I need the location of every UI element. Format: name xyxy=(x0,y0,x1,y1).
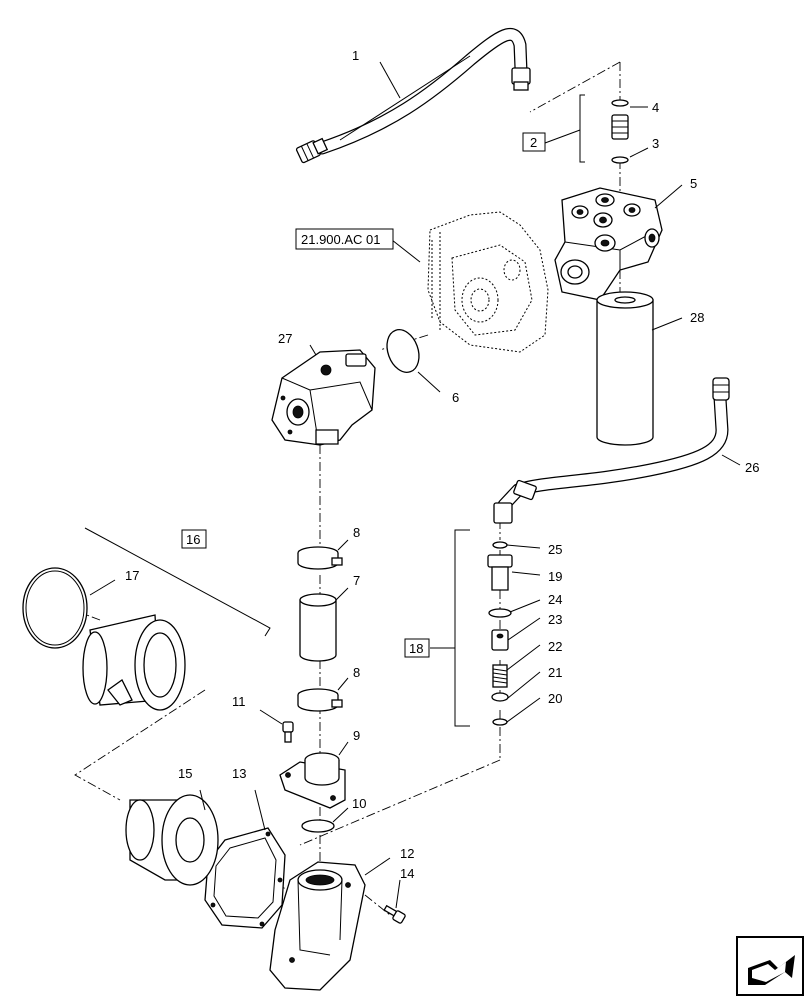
hose-clamp-8-upper xyxy=(297,546,343,570)
callout-21: 21 xyxy=(548,665,562,680)
reference-box: 21.900.AC 01 xyxy=(295,228,394,250)
callout-23: 23 xyxy=(548,612,562,627)
hose-clamp-8-lower xyxy=(297,688,343,712)
callout-24: 24 xyxy=(548,592,562,607)
callout-12: 12 xyxy=(400,846,414,861)
flange-adapter-9 xyxy=(279,752,346,809)
callout-1: 1 xyxy=(352,48,359,63)
callout-22: 22 xyxy=(548,639,562,654)
reference-label: 21.900.AC 01 xyxy=(301,232,381,247)
callout-13: 13 xyxy=(232,766,246,781)
group-label-2: 2 xyxy=(530,135,537,150)
callout-9: 9 xyxy=(353,728,360,743)
flanged-tube-15 xyxy=(125,794,219,886)
callout-3: 3 xyxy=(652,136,659,151)
callout-28: 28 xyxy=(690,310,704,325)
bolt-14 xyxy=(383,904,406,924)
callout-labels: 1 4 3 5 28 6 27 26 8 7 8 9 10 11 12 14 1… xyxy=(125,48,759,881)
group-label-16: 16 xyxy=(186,532,200,547)
callout-25: 25 xyxy=(548,542,562,557)
filter-cartridge-28 xyxy=(596,291,654,446)
callout-19: 19 xyxy=(548,569,562,584)
callout-10: 10 xyxy=(352,796,366,811)
valve-block-5 xyxy=(554,187,663,301)
callout-27: 27 xyxy=(278,331,292,346)
callout-7: 7 xyxy=(353,573,360,588)
group-box-18: 18 xyxy=(404,638,430,658)
leader-lines xyxy=(89,61,741,909)
group-box-2: 2 xyxy=(522,132,546,152)
reference-housing-ghost xyxy=(427,211,549,353)
callout-11: 11 xyxy=(232,694,246,709)
relief-valve-group-18 xyxy=(430,529,513,727)
gasket-13 xyxy=(204,827,286,929)
callout-8-lower: 8 xyxy=(353,665,360,680)
pump-27 xyxy=(271,349,376,446)
group-label-18: 18 xyxy=(409,641,423,656)
callout-20: 20 xyxy=(548,691,562,706)
callout-15: 15 xyxy=(178,766,192,781)
callout-4: 4 xyxy=(652,100,659,115)
hose-assembly-1 xyxy=(295,27,531,164)
hose-sleeve-7 xyxy=(299,593,337,662)
bolt-11 xyxy=(282,721,294,743)
callout-26: 26 xyxy=(745,460,759,475)
callout-8-upper: 8 xyxy=(353,525,360,540)
o-ring-10 xyxy=(301,819,335,833)
callout-17: 17 xyxy=(125,568,139,583)
callout-5: 5 xyxy=(690,176,697,191)
callout-14: 14 xyxy=(400,866,414,881)
fitting-group-2 xyxy=(544,94,629,164)
hose-assembly-26 xyxy=(493,377,730,524)
callout-6: 6 xyxy=(452,390,459,405)
housing-cover-12 xyxy=(269,861,366,991)
housing-group-16 xyxy=(22,527,271,711)
next-page-arrow-icon[interactable] xyxy=(736,936,804,996)
o-ring-6 xyxy=(386,329,420,373)
group-box-16: 16 xyxy=(181,529,207,549)
